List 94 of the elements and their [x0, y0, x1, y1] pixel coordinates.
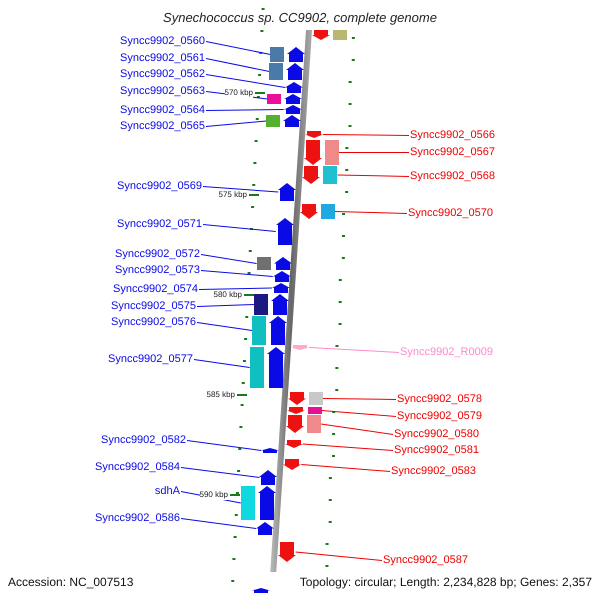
leader-line: [321, 410, 396, 417]
leader-line: [338, 152, 410, 153]
gene-feature: [285, 82, 304, 93]
gene-feature: [269, 63, 304, 80]
gene-feature: [286, 415, 322, 433]
gene-label: Syncc9902_0580: [394, 428, 480, 441]
gene-label: Syncc9902_0582: [100, 434, 186, 447]
gene-feature: [283, 459, 302, 470]
gene-feature: [312, 30, 347, 40]
scale-label: 590 kbp: [200, 490, 228, 500]
gene-label: Syncc9902_0571: [116, 218, 202, 231]
scale-label: 570 kbp: [224, 88, 253, 98]
leader-line: [308, 347, 400, 353]
gene-label: Syncc9902_0583: [391, 465, 476, 478]
gene-feature: [252, 588, 270, 593]
gene-label: Syncc9902_0574: [112, 283, 198, 296]
gene-label: Syncc9902_0565: [120, 120, 205, 133]
gene-feature: [305, 131, 324, 138]
gene-feature: [267, 94, 302, 104]
gene-label: Syncc9902_0581: [394, 444, 480, 457]
gene-feature: [261, 448, 280, 453]
leader-line: [206, 74, 286, 88]
gene-label: Syncc9902_0563: [120, 85, 205, 98]
gene-label: Syncc9902_0564: [120, 104, 205, 117]
gene-feature: [254, 294, 289, 315]
genome-info: Accession: NC_007513: [8, 575, 134, 589]
leader-line: [295, 552, 382, 561]
gene-feature: [256, 257, 292, 270]
leader-line: [320, 424, 394, 435]
leader-line: [336, 174, 410, 177]
leader-line: [300, 464, 390, 472]
scale-label: 585 kbp: [206, 390, 235, 400]
gene-label: Syncc9902_0566: [410, 129, 496, 142]
gene-label: Syncc9902_0562: [120, 68, 205, 81]
leader-line: [200, 270, 274, 277]
gene-label: Syncc9902_0569: [116, 180, 202, 193]
gene-label: Syncc9902_0567: [410, 146, 496, 159]
leader-line: [322, 134, 410, 136]
gene-label: Syncc9902_0560: [120, 35, 205, 48]
gene-feature: [278, 183, 296, 201]
leader-line: [196, 304, 254, 307]
leader-line: [206, 58, 270, 72]
gene-label: Syncc9902_0584: [94, 461, 180, 474]
leader-line: [202, 224, 276, 232]
gene-feature: [284, 105, 302, 114]
scale-label: 580 kbp: [214, 290, 242, 300]
leader-line: [200, 254, 258, 264]
gene-feature: [304, 140, 339, 165]
gene-feature: [302, 166, 338, 184]
leader-line: [186, 440, 262, 451]
gene-feature: [259, 470, 278, 485]
gene-label: Syncc9902_0579: [397, 410, 482, 423]
gene-label: Syncc9902_0577: [108, 353, 193, 366]
leader-line: [180, 467, 260, 478]
gene-feature: [266, 115, 301, 127]
gene-label: Syncc9902_0570: [408, 207, 494, 220]
gene-label: Syncc9902_0561: [120, 52, 205, 65]
leader-line: [196, 322, 253, 331]
gene-label: Syncc9902_0587: [383, 554, 468, 567]
leader-line: [206, 120, 266, 127]
gene-feature: [278, 542, 296, 562]
gene-feature: [286, 407, 322, 414]
gene-feature: [270, 47, 306, 62]
gene-feature: [252, 316, 288, 345]
gene-label: Syncc9902_0578: [397, 393, 482, 406]
gene-label: Syncc9902_0576: [110, 316, 196, 329]
gene-label: Syncc9902_0573: [114, 264, 200, 277]
leader-line: [202, 186, 279, 192]
title: Synechococcus sp. CC9902, complete genome: [163, 10, 437, 25]
gene-label: Syncc9902_0575: [110, 300, 196, 313]
gene-feature: [250, 347, 285, 388]
leader-line: [206, 109, 284, 111]
gene-label: Syncc9902_0572: [114, 248, 200, 261]
genome-info: Topology: circular; Length: 2,234,828 bp; Genes: 2,357: [300, 575, 592, 589]
gene-feature: [288, 392, 323, 405]
leader-line: [180, 518, 257, 529]
leader-line: [322, 398, 396, 400]
gene-label: Syncc9902_0568: [410, 170, 496, 183]
gene-feature: [291, 345, 310, 350]
leader-line: [194, 359, 250, 368]
leader-line: [198, 288, 272, 290]
gene-label: Syncc9902_R0009: [400, 346, 493, 359]
leader-line: [206, 41, 271, 55]
gene-label: Syncc9902_0586: [94, 512, 180, 525]
gene-feature: [300, 204, 336, 219]
gene-feature: [240, 486, 276, 520]
scale-label: 575 kbp: [218, 190, 247, 200]
gene-feature: [256, 522, 274, 535]
gene-feature: [276, 218, 294, 245]
gene-feature: [272, 271, 291, 282]
gene-feature: [284, 440, 303, 448]
gene-feature: [272, 283, 290, 293]
leader-line: [334, 211, 408, 214]
leader-line: [302, 444, 394, 451]
